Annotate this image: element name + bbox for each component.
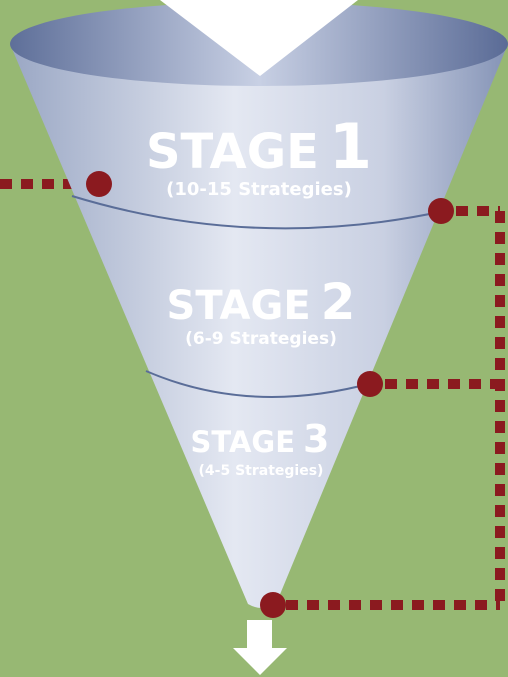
stage-divider-1 [71, 195, 445, 230]
connector-dot-3 [357, 371, 383, 397]
stage-1-subtitle: (10-15 Strategies) [166, 179, 352, 200]
down-arrow-icon [233, 620, 287, 675]
top-arrow-icon [160, 0, 358, 76]
stage-3-subtitle: (4-5 Strategies) [199, 463, 324, 479]
stage-divider-2 [145, 370, 373, 398]
connector-dot-4 [260, 592, 286, 618]
stage-2-subtitle: (6-9 Strategies) [185, 329, 337, 349]
connector-dot-1 [86, 171, 112, 197]
funnel-body [10, 44, 508, 608]
connector-dot-2 [428, 198, 454, 224]
